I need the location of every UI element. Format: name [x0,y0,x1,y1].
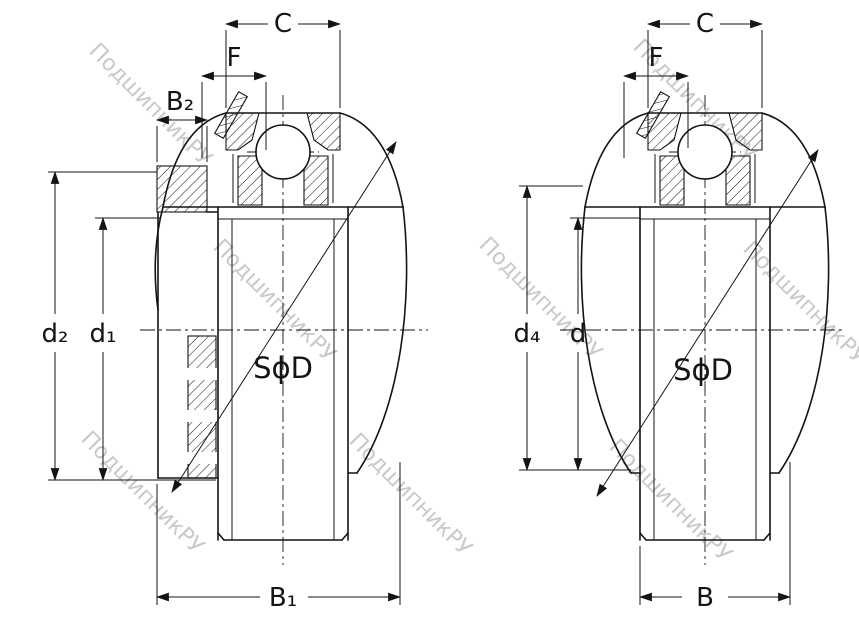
sphere-arc-lower-left [154,206,164,311]
sphere-arc-top-left [584,112,649,208]
dim-label-d4: d₄ [514,319,541,349]
watermark-text: ПодшипникРУ [344,429,477,562]
left-dimensions: C F B₂ d₂ d₁ SϕD [42,9,402,613]
left-view: C F B₂ d₂ d₁ SϕD [42,9,428,613]
watermark-text: ПодшипникРУ [208,235,341,368]
dim-label-f: F [649,43,664,73]
dim-label-c: C [696,9,714,39]
right-view: C F d₄ d SϕD B [514,9,845,613]
dim-label-d1: d₁ [90,319,117,349]
dim-label-b: B [696,583,714,613]
sleeve-chamfer-left [217,532,225,541]
sleeve-chamfer-right [341,532,349,541]
dim-label-sphere: SϕD [673,353,733,387]
dim-label-b1: B₁ [269,583,297,613]
ball [677,124,733,180]
tab-notch [184,410,220,422]
dim-label-d: d [570,319,587,349]
outer-ring-section-right [306,112,341,151]
sphere-arc-top-right [339,112,404,208]
dim-line-sphere [596,149,819,497]
ball [255,124,311,180]
outer-ring-section-left [647,112,682,151]
set-screw [213,90,249,140]
dim-label-d2: d₂ [42,319,69,349]
tab-notch [184,368,220,380]
set-screw [635,90,671,140]
dim-line-sphere [171,141,397,493]
watermark-text: ПодшипникРУ [84,39,217,172]
right-dimensions: C F d₄ d SϕD B [514,9,819,613]
dim-label-c: C [274,9,292,39]
locking-collar-section [156,165,208,213]
dim-label-f: F [227,43,242,73]
sphere-arc-lower-right [778,206,830,474]
tab-notch [184,452,220,464]
sleeve-chamfer-left [639,532,647,541]
dim-label-b2: B₂ [166,87,194,117]
sphere-arc-top-right [761,112,826,208]
sleeve-chamfer-right [763,532,771,541]
dim-label-sphere: SϕD [253,351,313,385]
